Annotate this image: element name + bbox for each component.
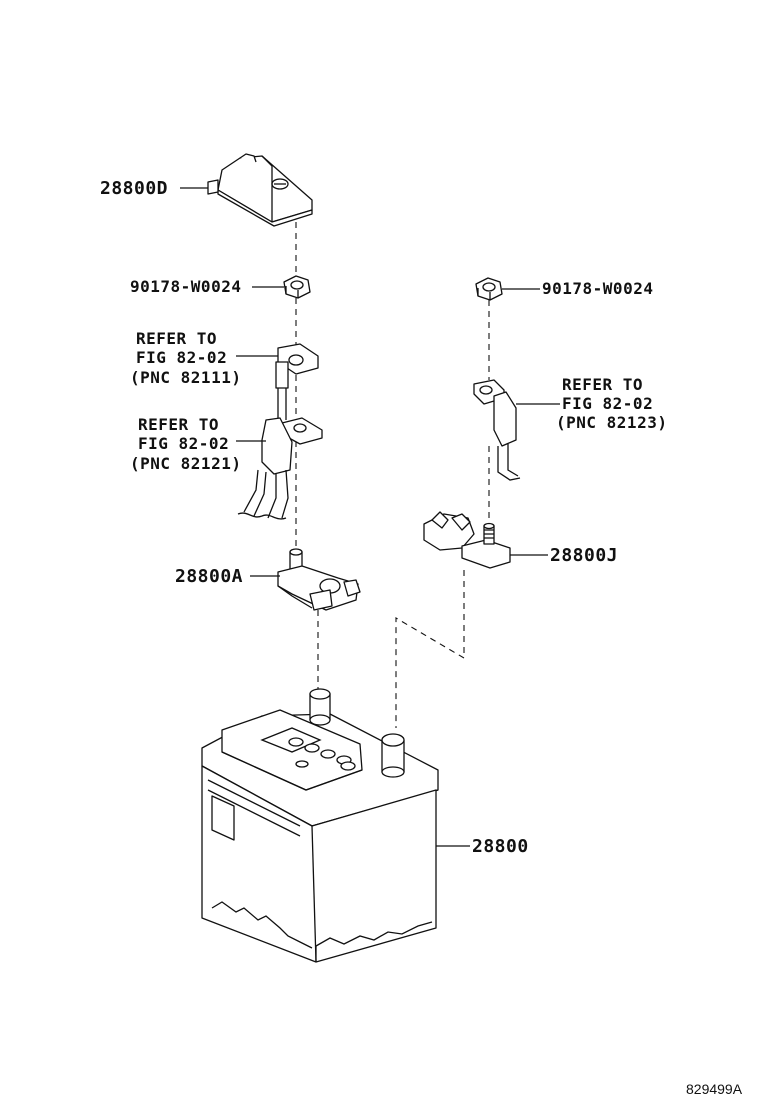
battery-part	[201, 688, 439, 963]
label-nut-left: 90178-W0024	[130, 277, 241, 296]
cable-terminal-82121	[237, 417, 323, 520]
negative-clamp-part	[423, 511, 511, 569]
cable-terminal-82111	[275, 343, 319, 420]
label-nut-right: 90178-W0024	[542, 279, 653, 298]
terminal-cover-part	[207, 153, 313, 227]
label-cover: 28800D	[100, 178, 168, 199]
label-refer2-line3: (PNC 82121)	[130, 454, 241, 473]
nut-right-part	[475, 277, 503, 301]
nut-left-part	[283, 275, 311, 299]
label-clamp-positive: 28800A	[175, 566, 243, 587]
label-clamp-negative: 28800J	[550, 545, 618, 566]
label-refer1-line1: REFER TO	[136, 329, 217, 348]
label-refer3-line3: (PNC 82123)	[556, 413, 667, 432]
label-refer3-line1: REFER TO	[562, 375, 643, 394]
label-refer1-line2: FIG 82-02	[136, 348, 227, 367]
label-refer2-line1: REFER TO	[138, 415, 219, 434]
positive-clamp-part	[277, 548, 361, 611]
label-refer3-line2: FIG 82-02	[562, 394, 653, 413]
label-battery: 28800	[472, 836, 529, 857]
diagram-id: 829499A	[686, 1081, 743, 1097]
label-refer2-line2: FIG 82-02	[138, 434, 229, 453]
label-refer1-line3: (PNC 82111)	[130, 368, 241, 387]
cable-terminal-82123	[473, 379, 521, 481]
